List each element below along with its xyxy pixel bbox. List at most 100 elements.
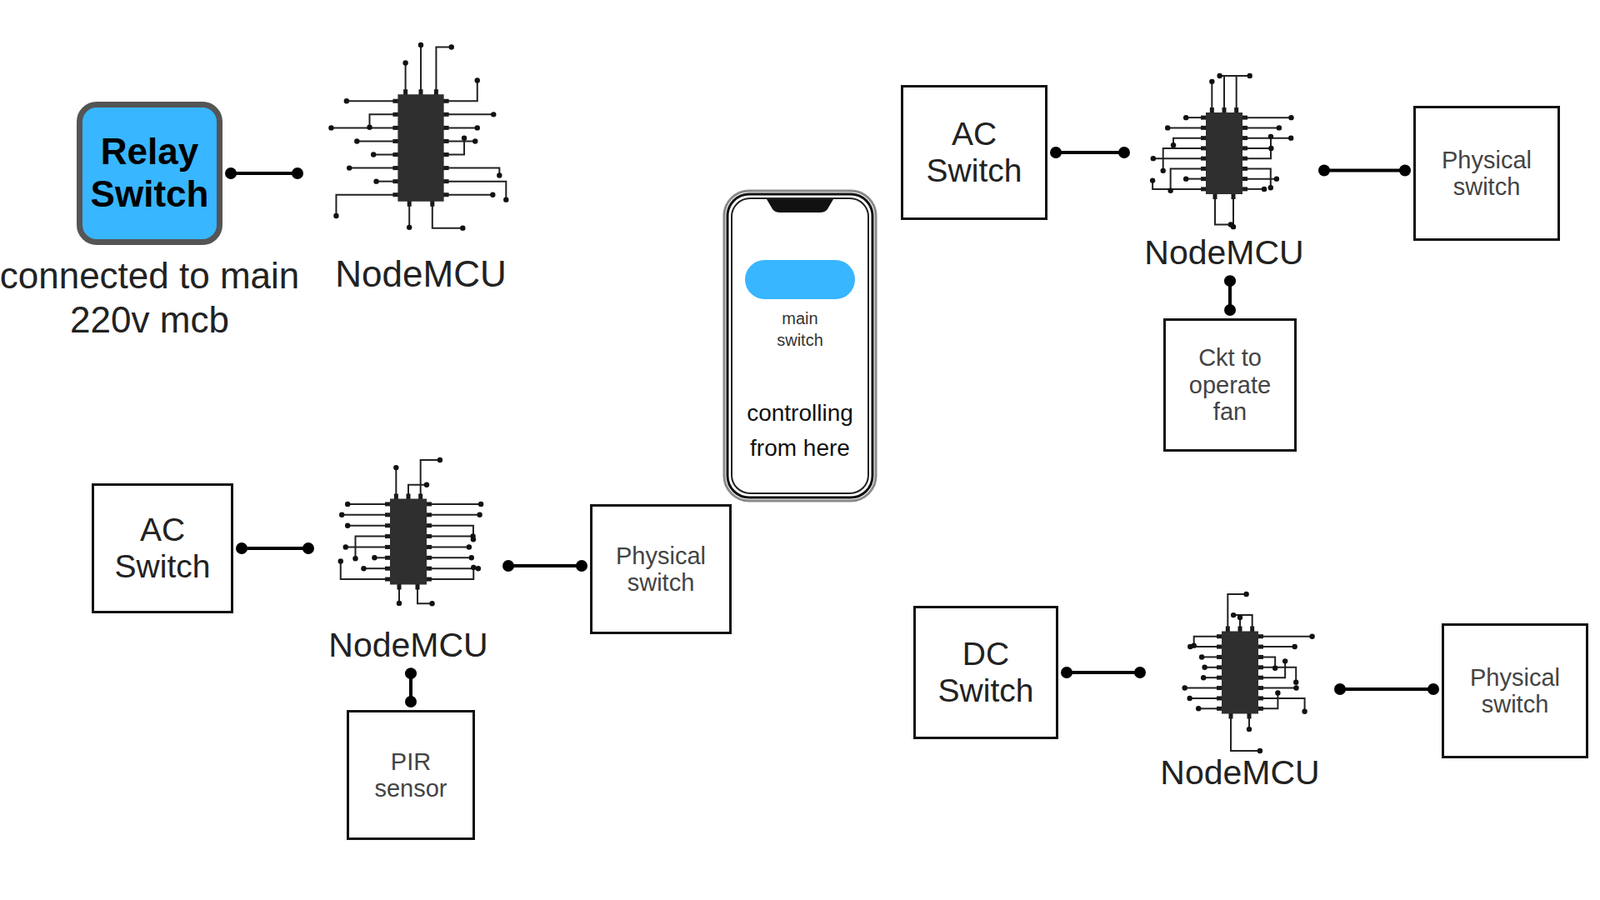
chip-trace — [1153, 157, 1206, 160]
chip-trace — [1227, 594, 1246, 632]
chip-trace — [1258, 645, 1295, 648]
chip-trace — [341, 514, 390, 516]
trace-end — [472, 138, 478, 144]
board-label: NodeMCU — [1148, 753, 1332, 793]
trace-end — [1199, 654, 1205, 660]
trace-end — [393, 465, 399, 470]
trace-end — [1195, 705, 1201, 711]
trace-end — [1150, 177, 1155, 183]
trace-end — [333, 213, 339, 219]
trace-end — [1246, 726, 1252, 732]
chip-trace — [444, 80, 478, 102]
trace-end — [1187, 644, 1193, 650]
nodemcu-board: NodeMCU — [305, 40, 536, 296]
box-label: AC Switch — [903, 115, 1045, 189]
chip-trace — [1152, 180, 1206, 190]
trace-end — [1150, 155, 1156, 161]
wire-terminal — [1050, 146, 1062, 159]
trace-end — [461, 135, 467, 140]
chip-trace — [1230, 714, 1260, 752]
nodemcu-board: NodeMCU — [1148, 590, 1332, 793]
chip-trace — [444, 113, 495, 115]
chip-trace — [1170, 168, 1206, 190]
trace-end — [1274, 175, 1280, 181]
board-label: NodeMCU — [316, 625, 500, 665]
trace-end — [1293, 680, 1299, 685]
chip-trace — [417, 585, 433, 605]
chip-trace — [1185, 687, 1222, 690]
trace-end — [1288, 115, 1294, 120]
phone-note: controlling from here — [732, 395, 868, 466]
chip-trace — [1167, 126, 1206, 129]
box-label: Physical switch — [1444, 664, 1586, 719]
trace-end — [1237, 615, 1243, 620]
chip-trace — [420, 45, 422, 95]
trace-end — [370, 151, 376, 157]
chip-trace — [426, 525, 474, 540]
trace-end — [1268, 185, 1274, 190]
trace-end — [490, 111, 496, 117]
chip-trace — [444, 181, 507, 200]
wire-terminal — [225, 167, 237, 180]
toggle-button — [745, 260, 855, 300]
connector-group — [1334, 683, 1440, 695]
trace-end — [460, 225, 465, 230]
trace-end — [475, 125, 480, 130]
relay-switch-box: Relay Switchconnected to main 220v mcb — [76, 101, 223, 245]
wire-terminal — [1399, 165, 1411, 177]
trace-end — [1276, 125, 1282, 130]
chip-trace — [426, 535, 474, 538]
trace-end — [1243, 591, 1249, 597]
chip-trace — [432, 201, 464, 229]
box-label: DC Switch — [915, 635, 1056, 709]
trace-end — [470, 533, 475, 539]
chip-trace — [426, 545, 470, 548]
trace-end — [1167, 188, 1173, 194]
board-label: NodeMCU — [305, 253, 536, 296]
chip-trace — [444, 194, 494, 196]
trace-end — [469, 555, 475, 560]
box-label: AC Switch — [94, 511, 231, 585]
trace-end — [1165, 125, 1170, 130]
wire-terminal — [502, 560, 515, 572]
box-label: Physical switch — [592, 542, 730, 597]
trace-end — [406, 225, 412, 230]
trace-end — [475, 77, 480, 83]
chip-trace — [347, 503, 390, 505]
connector-line — [1066, 670, 1140, 675]
trace-end — [476, 512, 482, 518]
chip-trace — [444, 126, 478, 129]
phone-screen — [731, 198, 869, 494]
chip-trace — [408, 485, 427, 500]
chip-trace — [1258, 692, 1278, 709]
wire-terminal — [1224, 304, 1236, 316]
trace-end — [1183, 115, 1189, 120]
nodemcu-board: NodeMCU — [1132, 71, 1316, 273]
chip-trace — [1242, 126, 1280, 129]
wire-terminal — [291, 167, 304, 180]
trace-end — [503, 196, 509, 202]
trace-end — [1288, 135, 1294, 140]
wire-terminal — [1134, 666, 1146, 679]
device-box: DC Switch — [913, 605, 1059, 740]
trace-end — [1282, 658, 1288, 664]
chip-trace — [356, 140, 398, 142]
trace-end — [373, 178, 379, 184]
connector-group — [1060, 666, 1146, 679]
trace-end — [490, 192, 495, 198]
trace-end — [475, 565, 481, 571]
trace-end — [1216, 73, 1222, 79]
chip-body — [1221, 631, 1259, 715]
chip-trace — [335, 195, 398, 216]
chip-illustration — [1132, 71, 1316, 235]
box-content: Physical switch — [1444, 664, 1586, 719]
box-label: Ckt to operate fan — [1183, 344, 1277, 425]
connector-group — [225, 167, 304, 180]
chip-trace — [1258, 698, 1305, 712]
wire-terminal — [302, 542, 315, 555]
connector-line — [1324, 169, 1405, 173]
wire-terminal — [1060, 666, 1073, 679]
chip-trace — [346, 100, 399, 102]
box-content: DC Switch — [915, 635, 1056, 709]
chip-trace — [444, 168, 500, 176]
